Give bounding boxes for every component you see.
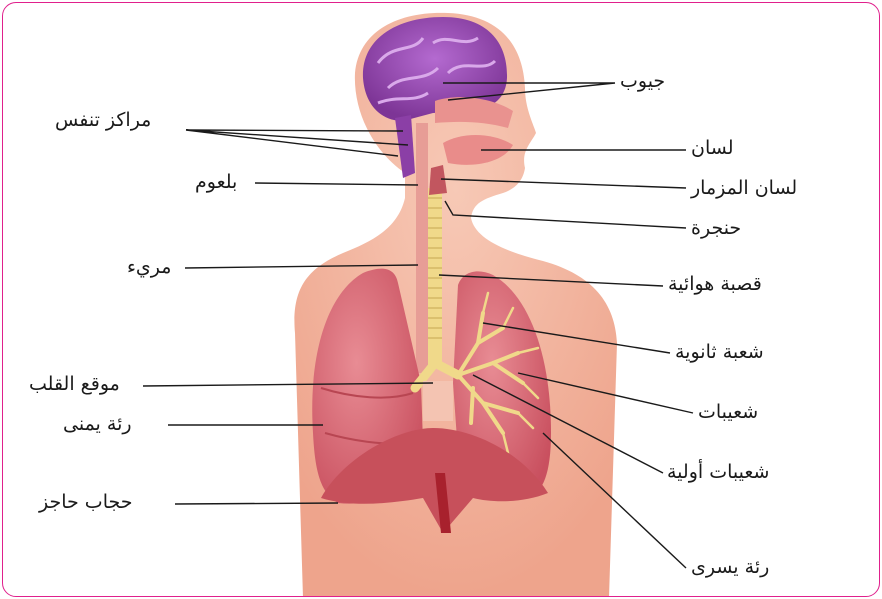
label-pharynx: بلعوم [195, 171, 237, 193]
label-primary-bronchioles: شعيبات أولية [667, 461, 769, 483]
label-larynx: حنجرة [691, 217, 741, 239]
label-secondary-bronchus: شعبة ثانوية [675, 341, 764, 363]
esophagus [416, 123, 428, 373]
label-trachea: قصبة هوائية [668, 273, 762, 295]
label-left-lung: رئة يسرى [691, 556, 769, 578]
label-diaphragm: حجاب حاجز [39, 491, 133, 513]
label-heart-location: موقع القلب [29, 373, 120, 395]
leader-larynx [445, 201, 686, 228]
respiratory-system-illustration [3, 3, 880, 597]
label-tongue: لسان [691, 137, 733, 159]
leader-diaphragm [175, 503, 338, 504]
label-sinuses: جيوب [620, 70, 665, 92]
heart-location [423, 381, 453, 421]
leader-pharynx [255, 183, 418, 185]
label-bronchioles: شعيبات [698, 401, 758, 423]
label-right-lung: رئة يمنى [63, 413, 132, 435]
label-esophagus: مريء [127, 256, 171, 278]
label-respiratory-centers: مراكز تنفس [55, 109, 151, 131]
label-epiglottis: لسان المزمار [691, 177, 797, 199]
